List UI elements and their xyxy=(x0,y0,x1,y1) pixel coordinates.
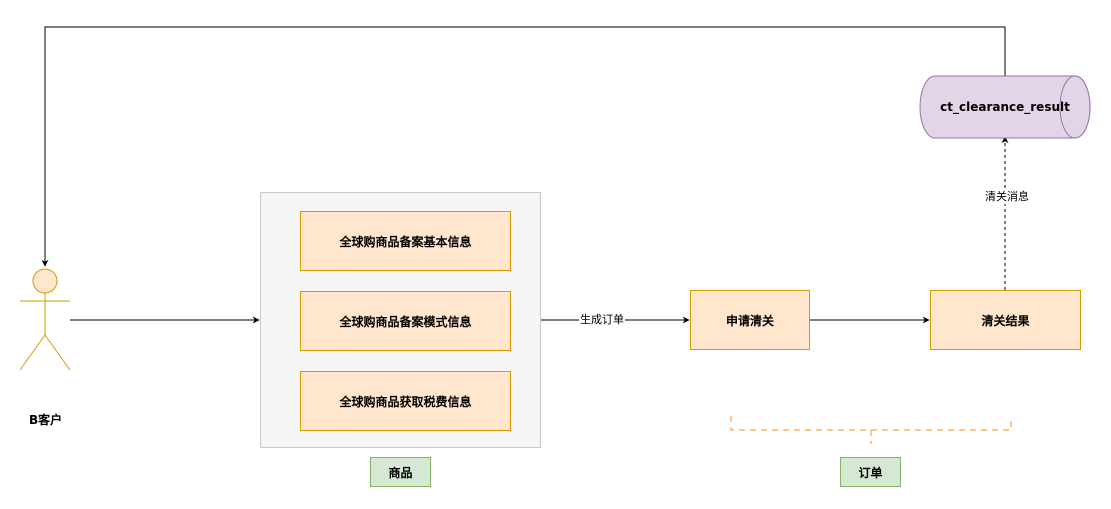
order-group-caption-label: 订单 xyxy=(858,465,883,480)
order-group-caption: 订单 xyxy=(840,457,901,487)
product-mode-info-label: 全球购商品备案模式信息 xyxy=(339,314,472,329)
clearance-message-edge-label: 清关消息 xyxy=(984,190,1030,204)
product-basic-info-label: 全球购商品备案基本信息 xyxy=(339,234,472,249)
clearance-result-label: 清关结果 xyxy=(981,313,1030,328)
customer-actor-icon xyxy=(19,268,71,371)
database-label: ct_clearance_result xyxy=(940,100,1070,114)
apply-clearance-node[interactable]: 申请清关 xyxy=(690,290,810,350)
clearance-result-node[interactable]: 清关结果 xyxy=(930,290,1081,350)
customer-actor-label: B客户 xyxy=(29,413,63,427)
product-group-caption: 商品 xyxy=(370,457,431,487)
database-cylinder-icon xyxy=(919,75,1091,139)
database-node[interactable]: ct_clearance_result xyxy=(935,76,1075,138)
apply-clearance-label: 申请清关 xyxy=(725,313,774,328)
product-tax-info-node[interactable]: 全球购商品获取税费信息 xyxy=(300,371,511,431)
order-bracket xyxy=(730,416,1012,444)
feedback-edge xyxy=(41,26,1006,267)
product-tax-info-label: 全球购商品获取税费信息 xyxy=(339,394,472,409)
generate-order-edge-label: 生成订单 xyxy=(579,313,625,327)
product-group-caption-label: 商品 xyxy=(388,465,413,480)
product-basic-info-node[interactable]: 全球购商品备案基本信息 xyxy=(300,211,511,271)
product-mode-info-node[interactable]: 全球购商品备案模式信息 xyxy=(300,291,511,351)
